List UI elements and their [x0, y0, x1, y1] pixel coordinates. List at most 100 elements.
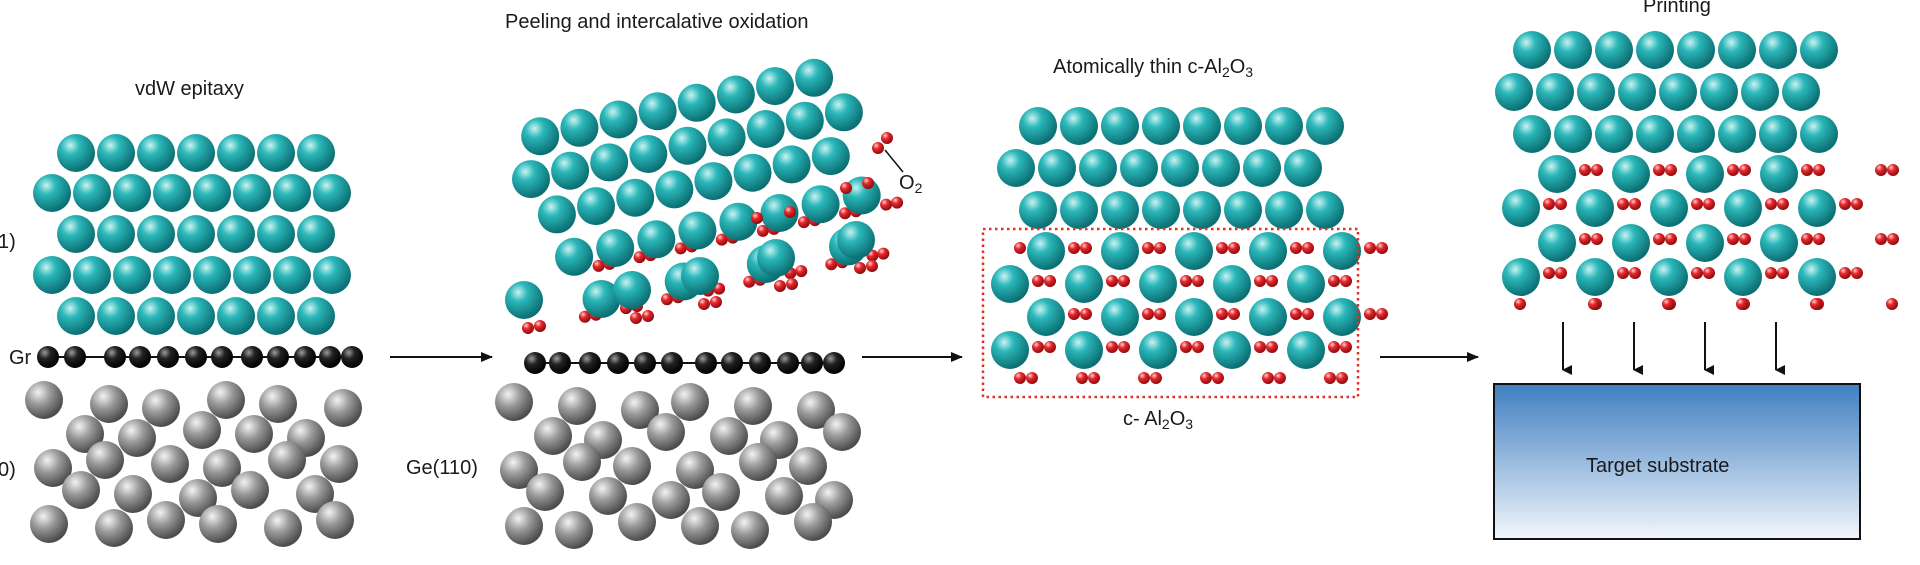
oxygen-atom	[1118, 275, 1130, 287]
aluminum-atom	[1323, 298, 1361, 336]
germanium-atom	[142, 389, 180, 427]
graphene-label: Gr	[9, 347, 32, 369]
aluminum-atom	[1502, 189, 1540, 227]
carbon-atom	[823, 352, 845, 374]
aluminum-atom	[257, 297, 295, 335]
aluminum-atom	[1183, 191, 1221, 229]
aluminum-atom	[1142, 107, 1180, 145]
aluminum-atom	[177, 215, 215, 253]
aluminum-atom	[1079, 149, 1117, 187]
oxygen-atom	[1765, 267, 1777, 279]
germanium-atom	[30, 505, 68, 543]
aluminum-atom	[1595, 31, 1633, 69]
germanium-atom	[526, 473, 564, 511]
oxygen-atom	[1555, 198, 1567, 210]
germanium-atom	[789, 447, 827, 485]
aluminum-atom	[1650, 189, 1688, 227]
oxygen-atom	[877, 247, 890, 260]
oxygen-atom	[630, 312, 642, 324]
aluminum-atom	[599, 100, 638, 139]
aluminum-atom	[1636, 31, 1674, 69]
aluminum-atom	[677, 83, 716, 122]
aluminum-atom	[756, 67, 794, 106]
germanium-atom	[203, 449, 241, 487]
target-substrate-box	[1493, 383, 1861, 540]
oxygen-atom	[715, 233, 728, 246]
oxygen-atom	[862, 177, 874, 189]
aluminum-atom	[824, 93, 863, 132]
germanium-atom	[613, 447, 651, 485]
oxygen-atom	[1617, 267, 1629, 279]
carbon-atom	[524, 352, 546, 374]
carbon-atom	[801, 352, 823, 374]
oxygen-atom	[710, 296, 722, 308]
oxygen-atom	[1662, 298, 1674, 310]
oxygen-atom	[1216, 242, 1228, 254]
aluminum-atom	[1249, 232, 1287, 270]
germanium-atom	[62, 471, 100, 509]
oxygen-atom	[1765, 198, 1777, 210]
stage2-germanium-substrate	[495, 383, 861, 549]
aluminum-atom	[313, 174, 351, 212]
carbon-atom	[157, 346, 179, 368]
oxygen-atom	[1014, 242, 1026, 254]
stage3-oxide-crystal	[991, 107, 1388, 384]
oxygen-atom	[1200, 372, 1212, 384]
aluminum-atom	[1243, 149, 1281, 187]
aluminum-atom	[1686, 155, 1724, 193]
carbon-atom	[634, 352, 656, 374]
oxygen-atom	[1376, 308, 1388, 320]
aluminum-atom	[1249, 298, 1287, 336]
oxygen-atom	[578, 310, 591, 323]
stage2-title: Peeling and intercalative oxidation	[505, 11, 809, 33]
carbon-atom	[749, 352, 771, 374]
carbon-atom	[607, 352, 629, 374]
aluminum-atom	[577, 187, 615, 226]
oxygen-atom	[1736, 298, 1748, 310]
aluminum-atom	[57, 215, 95, 253]
oxygen-atom	[1180, 341, 1192, 353]
germanium-atom	[316, 501, 354, 539]
germanium-atom	[731, 511, 769, 549]
aluminum-atom	[1038, 149, 1076, 187]
oxygen-atom	[774, 280, 786, 292]
oxygen-atom	[1266, 341, 1278, 353]
aluminum-atom	[1576, 189, 1614, 227]
germanium-atom	[681, 507, 719, 545]
aluminum-atom	[1306, 107, 1344, 145]
aluminum-atom	[1101, 107, 1139, 145]
germanium-atom	[589, 477, 627, 515]
aluminum-atom	[153, 256, 191, 294]
aluminum-atom	[1495, 73, 1533, 111]
germanium-atom	[652, 481, 690, 519]
oxygen-atom	[1254, 275, 1266, 287]
aluminum-atom	[1202, 149, 1240, 187]
carbon-atom	[104, 346, 126, 368]
aluminum-atom	[1677, 115, 1715, 153]
aluminum-atom	[719, 202, 758, 241]
aluminum-atom	[733, 153, 772, 192]
stage2-peeled-film	[505, 58, 904, 334]
aluminum-atom	[137, 134, 175, 172]
oxygen-atom	[1629, 267, 1641, 279]
oxygen-atom	[1150, 372, 1162, 384]
carbon-atom	[319, 346, 341, 368]
aluminum-atom	[1554, 115, 1592, 153]
carbon-atom	[661, 352, 683, 374]
oxygen-atom	[1068, 242, 1080, 254]
aluminum-atom	[560, 108, 599, 147]
aluminum-atom	[1800, 115, 1838, 153]
carbon-atom	[129, 346, 151, 368]
aluminum-atom	[1798, 258, 1836, 296]
aluminum-atom	[1577, 73, 1615, 111]
aluminum-atom	[795, 58, 834, 97]
aluminum-atom	[1595, 115, 1633, 153]
oxygen-atom	[1340, 341, 1352, 353]
aluminum-atom	[760, 194, 799, 232]
aluminum-atom	[137, 297, 175, 335]
oxygen-atom	[1591, 164, 1603, 176]
oxygen-atom	[1376, 242, 1388, 254]
germanium-atom	[823, 413, 861, 451]
oxygen-atom	[743, 275, 756, 288]
aluminum-atom	[1650, 258, 1688, 296]
